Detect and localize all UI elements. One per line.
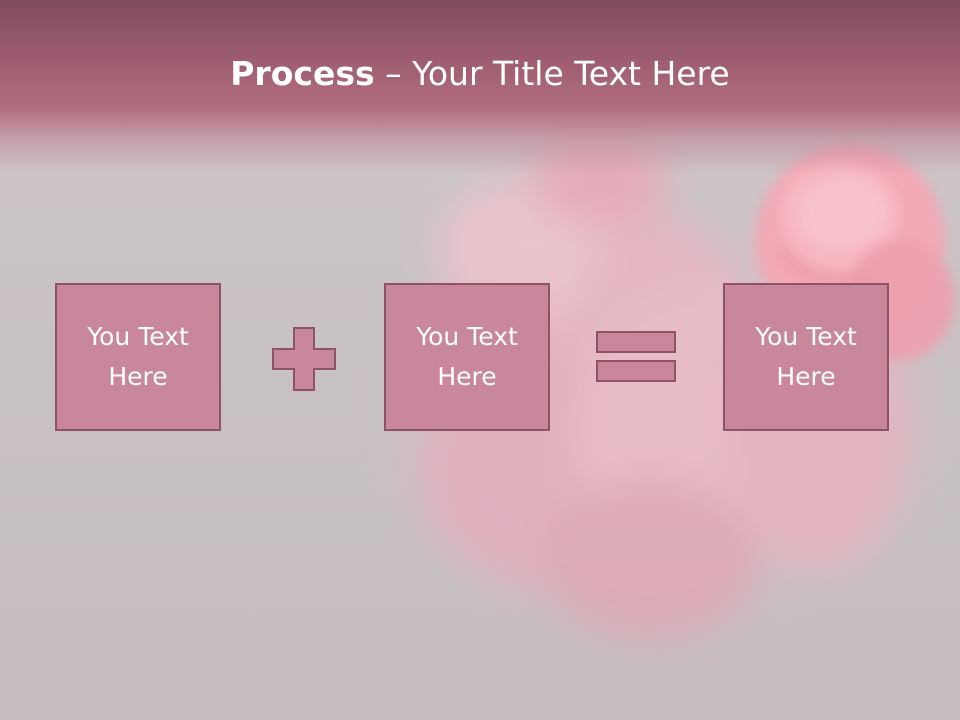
process-box-3-text: You Text Here xyxy=(755,322,857,391)
title-band xyxy=(0,0,960,175)
equals-icon xyxy=(596,331,676,382)
process-box-1[interactable]: You Text Here xyxy=(55,283,221,431)
process-box-2[interactable]: You Text Here xyxy=(384,283,550,431)
slide-title: Process – Your Title Text Here xyxy=(0,52,960,96)
title-rest: – Your Title Text Here xyxy=(374,54,730,93)
title-bold: Process xyxy=(230,54,375,93)
process-box-1-text: You Text Here xyxy=(87,322,189,391)
process-box-2-text: You Text Here xyxy=(416,322,518,391)
plus-icon xyxy=(272,327,336,391)
process-box-3[interactable]: You Text Here xyxy=(723,283,889,431)
